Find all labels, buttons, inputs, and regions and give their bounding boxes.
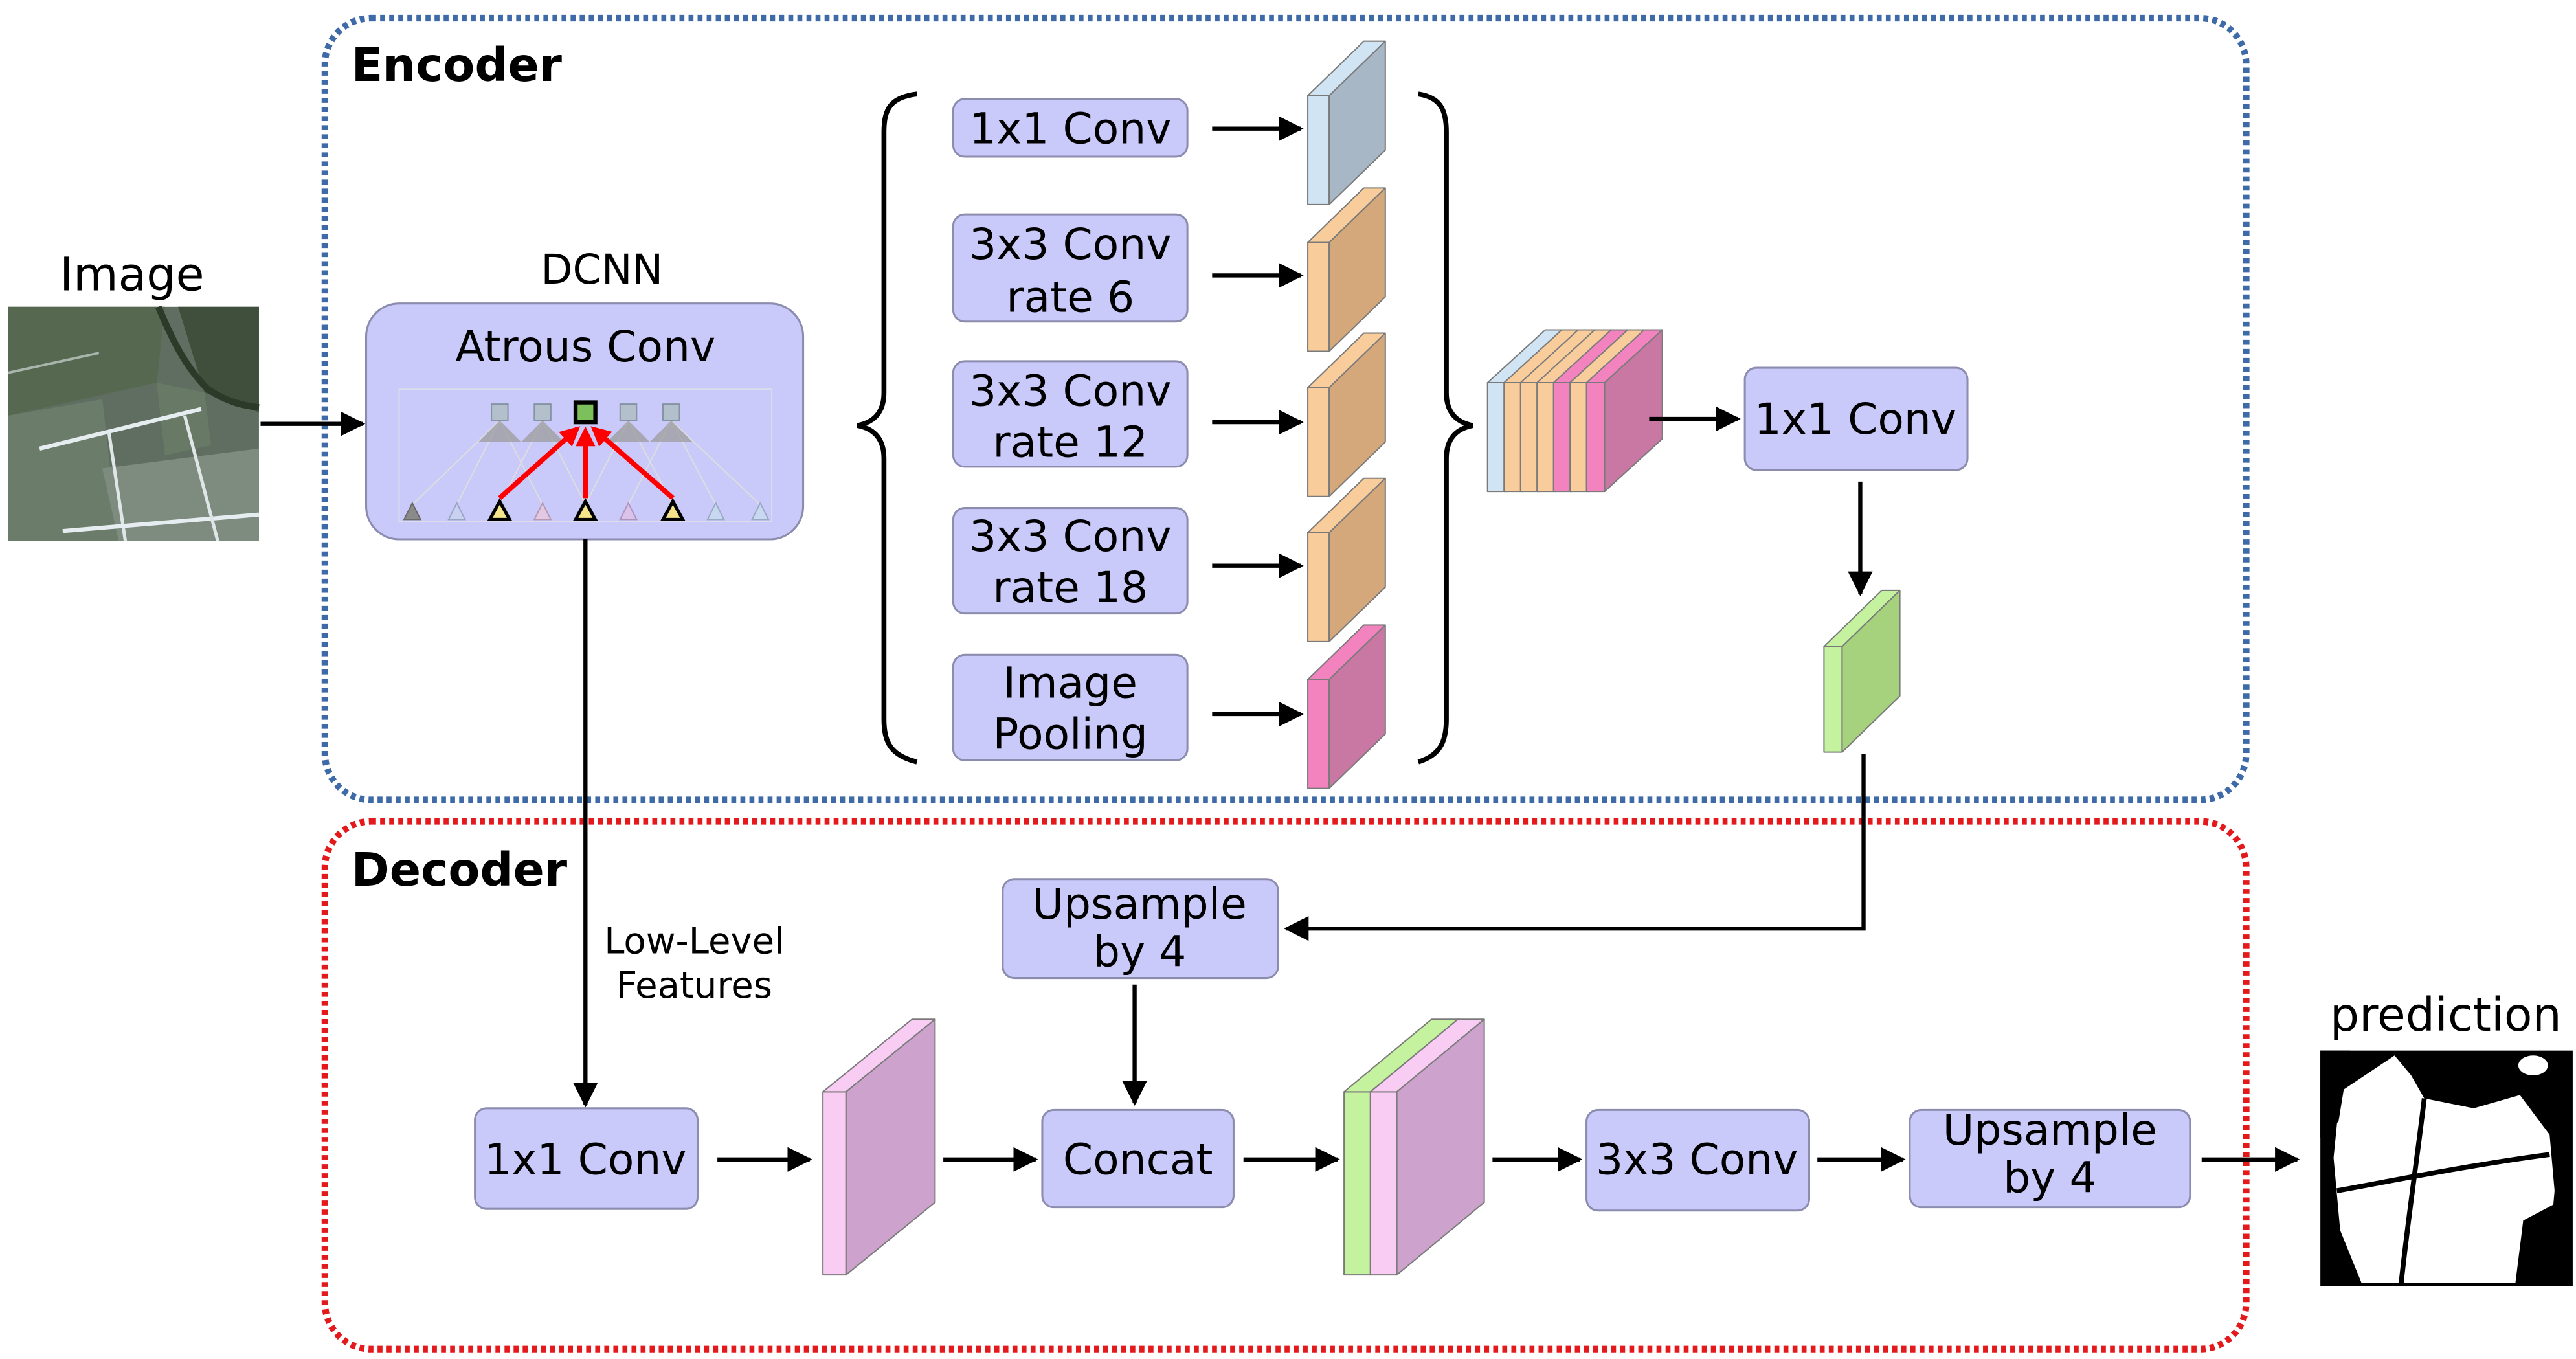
aspp-right-brace [1417,91,1473,765]
aspp-branch-3x3-rate6-label-line2: rate 6 [1006,272,1134,322]
aspp-branch-image-pooling-label-line2: Pooling [993,709,1148,759]
aspp-feature-map-2 [1307,187,1386,352]
decoder-concat-slice-green-front [1343,1091,1371,1276]
atrous-output-cell [573,400,598,425]
aspp-feature-map-4 [1307,477,1386,642]
aspp-branch-image-pooling-box [952,653,1189,761]
encoder-border [321,14,2250,803]
aspp-branch-3x3-rate18-label-line1: 3x3 Conv [969,511,1171,561]
decoder-upsample-encoder-label-line2: by 4 [1093,927,1186,977]
decoder-border [321,818,2250,1353]
encoder-projection-label: 1x1 Conv [1754,394,1956,444]
atrous-conv-label: Atrous Conv [455,322,715,372]
aspp-feature-map-1-side [1328,40,1386,205]
aspp-branch-3x3-rate6-label-line1: 3x3 Conv [969,219,1171,269]
atrous-conv-illustration [398,388,773,522]
aspp-concat-slice-pink [1585,329,1663,493]
decoder-low-level-1x1-conv: 1x1 Conv [474,1107,699,1210]
prediction-label: prediction [2330,988,2562,1042]
aspp-branch-3x3-rate12: 3x3 Conv rate 12 [952,360,1189,468]
aspp-feature-map-1-front [1307,95,1330,205]
aspp-branch-1x1-conv: 1x1 Conv [952,98,1189,158]
encoder-projection-box [1743,366,1969,471]
decoder-low-level-feature-map [822,1018,936,1276]
aspp-branch-image-pooling: Image Pooling [952,653,1189,761]
aspp-concat-slice-extra-front [1569,381,1589,493]
decoder-upsample-output-label-line1: Upsample [1943,1105,2157,1155]
low-level-features-label-line2: Features [616,965,772,1007]
encoder-label: Encoder [352,38,562,92]
decoder-low-level-conv-box [474,1107,699,1210]
atrous-conv-module: Atrous Conv [364,302,805,541]
aspp-concat-slice-4-front [1536,381,1556,493]
aspp-branch-3x3-rate6-box [952,213,1189,323]
aspp-concat-slice-pink-side [1604,329,1663,493]
aspp-branch-3x3-rate12-label-line2: rate 12 [992,418,1148,467]
arrow-encoder-output-to-upsample [1284,754,1866,941]
decoder-label: Decoder [352,843,567,897]
aspp-feature-map-2-front [1307,241,1330,352]
decoder-refine-conv-label: 3x3 Conv [1596,1135,1798,1185]
decoder-concat-label: Concat [1063,1135,1213,1185]
aspp-feature-map-5-front [1307,679,1330,789]
aspp-concat-slice-1-front [1486,381,1506,493]
encoder-output-feature-map-front [1823,646,1843,753]
decoder-upsample-output: Upsample by 4 [1909,1105,2191,1209]
aspp-feature-map-4-front [1307,532,1330,642]
aspp-feature-map-3 [1307,332,1386,497]
encoder-output-feature-map-side [1841,589,1901,753]
decoder-upsample-encoder-features: Upsample by 4 [1002,878,1279,980]
aspp-branch-image-pooling-label-line1: Image [1003,658,1137,708]
aspp-branch-3x3-rate12-label-line1: 3x3 Conv [969,366,1171,416]
decoder-upsample-encoder-box [1002,878,1279,980]
aspp-left-brace [857,91,918,765]
aspp-feature-map-3-side [1328,332,1386,497]
decoder-concat-slice-lilac [1369,1018,1485,1276]
aspp-branch-1x1-conv-box [952,98,1189,158]
decoder-concat: Concat [1041,1108,1235,1209]
aspp-feature-map-1 [1307,40,1386,205]
aspp-branch-1x1-conv-label: 1x1 Conv [969,104,1171,154]
aspp-concat-slice-3-front [1519,381,1540,493]
decoder-low-level-feature-map-side [845,1018,936,1276]
decoder-refine-conv-box [1585,1108,1810,1212]
aspp-feature-map-2-side [1328,187,1386,352]
encoder-output-feature-map [1823,589,1901,753]
low-level-features-label-line1: Low-Level [604,920,784,962]
aspp-concat-slice-2-front [1503,381,1523,493]
decoder-concat-slice-lilac-front [1369,1091,1398,1276]
aspp-branch-3x3-rate6: 3x3 Conv rate 6 [952,213,1189,323]
decoder-upsample-encoder-label-line1: Upsample [1033,879,1247,929]
aspp-feature-map-5 [1307,624,1386,789]
encoder-projection-1x1-conv: 1x1 Conv [1743,366,1969,471]
prediction-mask-image [2320,1050,2573,1286]
decoder-upsample-output-box [1909,1108,2191,1209]
aspp-feature-map-3-front [1307,387,1330,497]
input-image-label: Image [60,247,204,301]
feature-maps [822,40,1901,1276]
decoder-upsample-output-label-line2: by 4 [2003,1153,2096,1203]
aspp-branch-3x3-rate18: 3x3 Conv rate 18 [952,507,1189,615]
decoder-low-level-conv-label: 1x1 Conv [484,1135,686,1185]
aspp-feature-map-4-side [1328,477,1386,642]
aspp-branch-3x3-rate12-box [952,360,1189,468]
aspp-concat-slice-pink-front [1585,381,1606,493]
dcnn-label: DCNN [541,246,663,294]
aspp-feature-map-5-side [1328,624,1386,789]
decoder-low-level-feature-map-front [822,1091,847,1276]
aspp-branch-3x3-rate18-box [952,507,1189,615]
decoder-concat-box [1041,1108,1235,1209]
decoder-refine-3x3-conv: 3x3 Conv [1585,1108,1810,1212]
decoder-concat-slice-lilac-side [1396,1018,1485,1276]
input-satellite-image [8,305,260,542]
aspp-branch-3x3-rate18-label-line2: rate 18 [992,563,1148,612]
aspp-concat-slice-5-front [1552,381,1573,493]
